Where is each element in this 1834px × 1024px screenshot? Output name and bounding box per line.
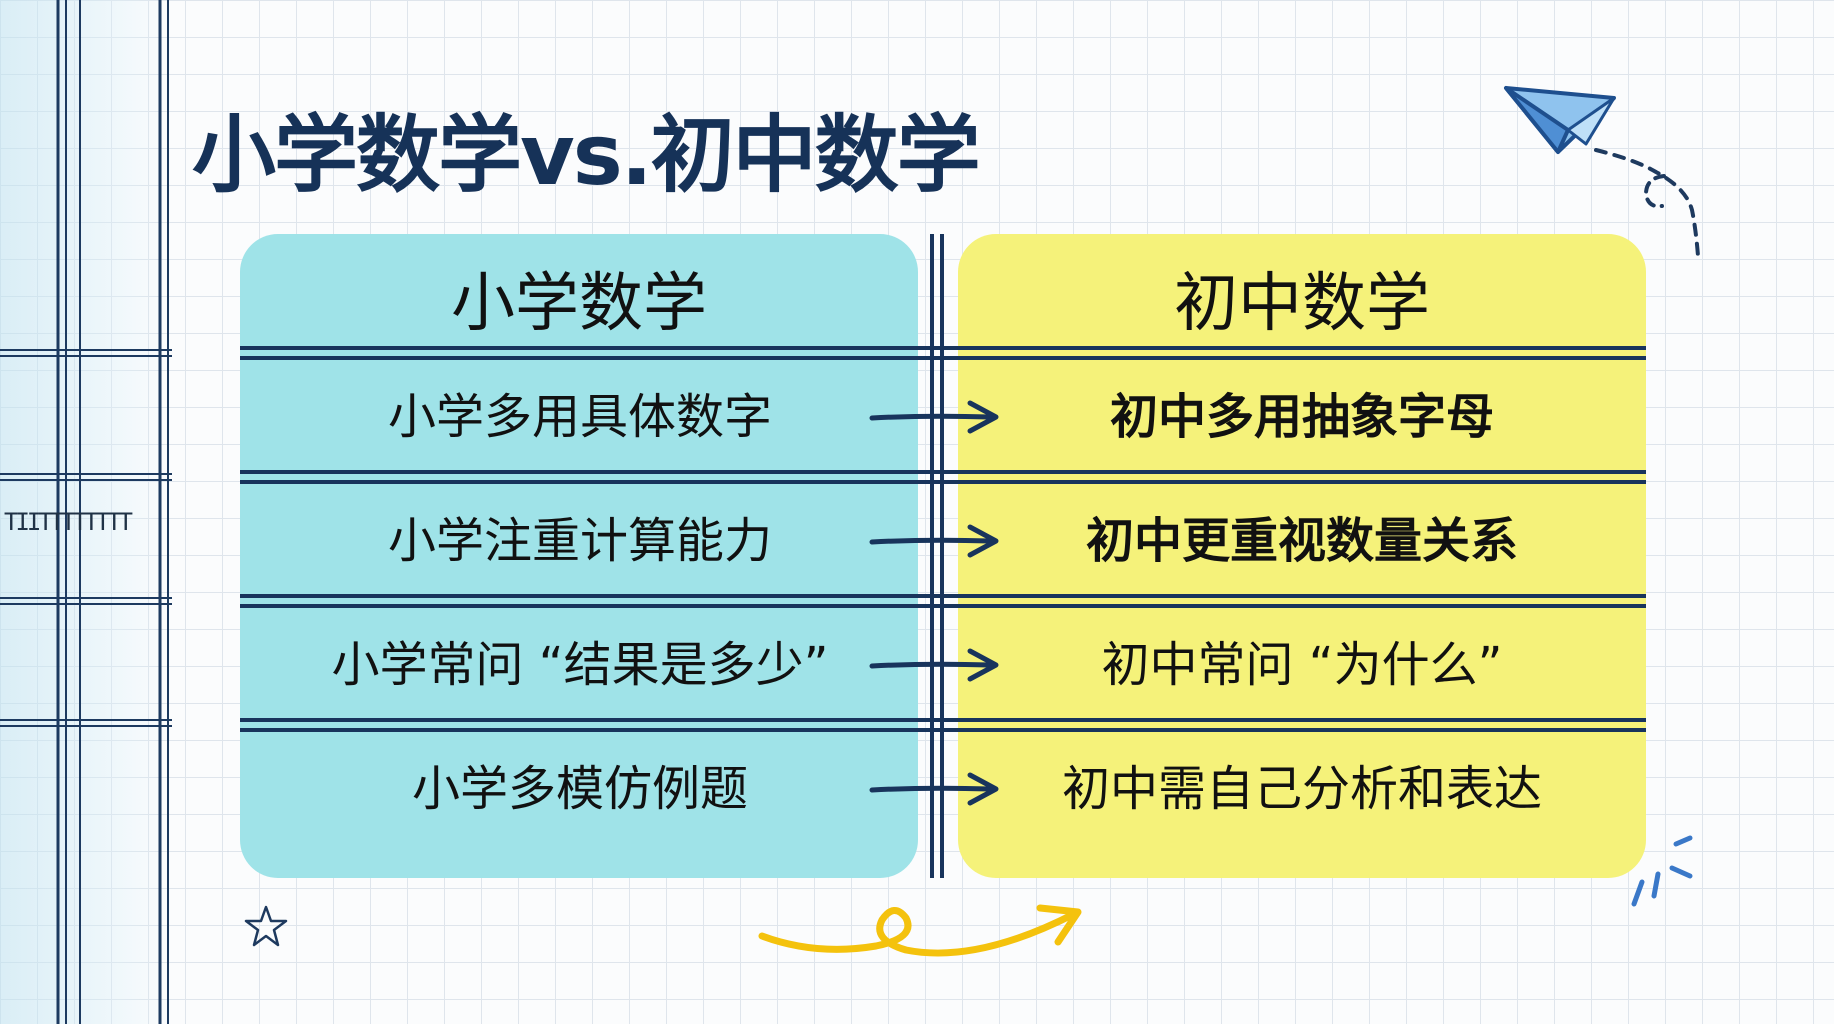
row-divider bbox=[240, 594, 1646, 608]
arrow-right-icon bbox=[869, 524, 999, 558]
row-4-elementary: 小学多模仿例题 bbox=[411, 761, 748, 817]
row-divider bbox=[240, 718, 1646, 732]
sparkle-lines-icon bbox=[1631, 835, 1693, 907]
column-header-elementary: 小学数学 bbox=[451, 267, 707, 341]
elementary-math-panel bbox=[240, 234, 918, 878]
side-text: TIITTTTTTTT bbox=[4, 508, 133, 536]
row-3-middle-school: 初中常问 “为什么” bbox=[1101, 637, 1503, 693]
row-4-middle-school: 初中需自己分析和表达 bbox=[1061, 761, 1542, 817]
page-title: 小学数学vs.初中数学 bbox=[192, 106, 981, 204]
row-divider bbox=[240, 346, 1646, 360]
side-strip bbox=[0, 0, 172, 1024]
row-2-middle-school: 初中更重视数量关系 bbox=[1085, 513, 1518, 569]
middle-school-math-panel bbox=[958, 234, 1646, 878]
row-3-elementary: 小学常问 “结果是多少” bbox=[331, 637, 829, 693]
arrow-right-icon bbox=[869, 772, 999, 806]
paper-plane-icon bbox=[1504, 86, 1700, 258]
star-icon bbox=[244, 905, 288, 947]
squiggle-arrow-icon bbox=[758, 904, 1082, 957]
vertical-divider bbox=[930, 234, 944, 878]
side-strip-lines bbox=[0, 0, 172, 1024]
row-1-elementary: 小学多用具体数字 bbox=[387, 389, 772, 445]
arrow-right-icon bbox=[869, 400, 999, 434]
arrow-right-icon bbox=[869, 648, 999, 682]
row-2-elementary: 小学注重计算能力 bbox=[387, 513, 772, 569]
row-divider bbox=[240, 470, 1646, 484]
column-header-middle-school: 初中数学 bbox=[1174, 267, 1430, 341]
row-1-middle-school: 初中多用抽象字母 bbox=[1109, 389, 1494, 445]
